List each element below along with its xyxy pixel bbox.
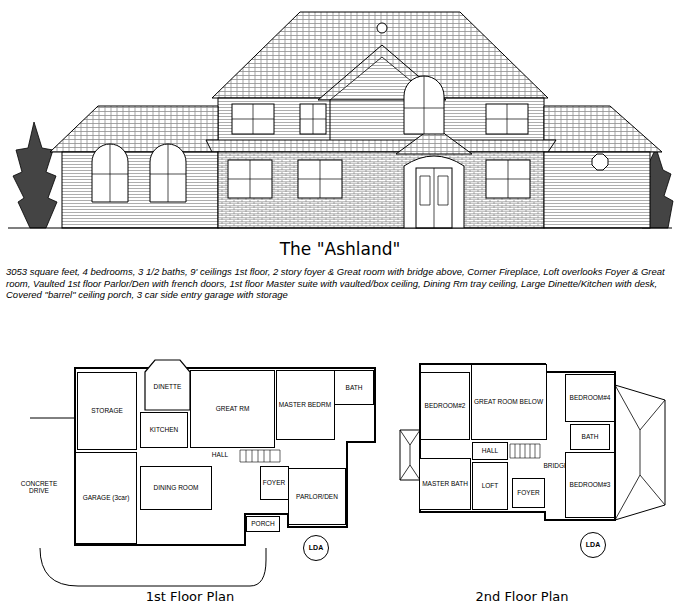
window-muntin [228, 160, 272, 198]
window-muntin [486, 160, 530, 198]
roof-hip [615, 385, 665, 520]
tree [13, 122, 57, 228]
walkway [40, 548, 266, 586]
window-muntin [150, 144, 186, 202]
window-muntin [298, 160, 342, 198]
room: KITCHEN [140, 412, 188, 448]
room: PARLOR/DEN [288, 468, 346, 525]
roof-vent [377, 23, 387, 33]
room-label: FOYER [517, 489, 539, 496]
room-label: FOYER [263, 479, 285, 486]
room: BEDROOM#2 [420, 372, 470, 440]
room: BATH [334, 370, 374, 405]
main-wall [218, 152, 544, 228]
room-label: LOFT [482, 482, 499, 489]
room: BEDROOM#3 [565, 452, 615, 518]
room: LOFT [472, 462, 508, 510]
room-label: BATH [346, 384, 363, 391]
room-label: BEDROOM#3 [570, 481, 611, 488]
logo-text: LDA [309, 544, 323, 552]
window-muntin [404, 76, 444, 134]
room-label: GREAT ROOM BELOW [474, 398, 543, 405]
plan-caption: 2nd Floor Plan [437, 590, 607, 604]
room-label: BEDROOM#4 [570, 394, 611, 401]
logo-text: LDA [586, 541, 600, 549]
room-label: MASTER BATH [422, 480, 468, 487]
room-label: KITCHEN [150, 426, 179, 433]
room: GARAGE (3car) [75, 452, 137, 544]
room-label: DINETTE [154, 383, 182, 390]
window-muntin [300, 104, 326, 134]
door-detail [420, 168, 448, 228]
room-label: PORCH [251, 520, 274, 527]
right-wing-wall [544, 152, 650, 228]
room-label: GARAGE (3car) [83, 494, 130, 501]
arched-window [404, 76, 444, 134]
arched-window [150, 144, 186, 202]
window [228, 160, 272, 198]
room-label: DINING ROOM [154, 484, 199, 491]
room-label: STORAGE [91, 407, 123, 414]
room-label: BEDROOM#2 [425, 402, 466, 409]
exterior-wall [420, 364, 615, 520]
window [232, 104, 274, 134]
room: DINING ROOM [140, 466, 212, 510]
stair [510, 444, 540, 458]
room: FOYER [512, 478, 545, 508]
roof-outline [615, 385, 665, 520]
room-label: MASTER BEDRM [279, 401, 331, 408]
window-muntin [486, 104, 528, 134]
room: HALL [472, 442, 508, 460]
window-muntin [232, 104, 274, 134]
left-wing-roof [50, 106, 218, 152]
room-label: PARLOR/DEN [296, 493, 338, 500]
area-label: CONCRETE DRIVE [16, 480, 62, 494]
window [298, 160, 342, 198]
plan-caption: 1st Floor Plan [105, 590, 275, 604]
room: FOYER [260, 466, 289, 500]
room: STORAGE [77, 372, 137, 450]
drive-line [30, 418, 75, 419]
window [486, 160, 530, 198]
ground-line [8, 227, 672, 228]
room: BATH [570, 424, 610, 450]
roof-hip [400, 430, 420, 480]
dinette-bay [145, 360, 190, 410]
room: BEDROOM#4 [565, 374, 615, 422]
room: PORCH [246, 516, 280, 532]
room-label: GREAT RM [216, 405, 250, 412]
room: MASTER BEDRM [276, 370, 335, 440]
window-muntin [92, 144, 128, 202]
room: GREAT ROOM BELOW [471, 364, 547, 440]
exterior-wall [75, 368, 375, 545]
front-roof [206, 140, 556, 152]
room-label: HALL [205, 451, 235, 458]
octagon-window [592, 154, 608, 170]
stair [240, 450, 280, 462]
logo-circle: LDA [303, 535, 329, 561]
room: MASTER BATH [419, 458, 471, 510]
window [300, 104, 326, 134]
window [486, 104, 528, 134]
upper-wall [218, 98, 544, 142]
logo-circle: LDA [580, 532, 606, 558]
room: GREAT RM [190, 370, 275, 448]
left-wing-wall [62, 152, 218, 228]
room: DINETTE [147, 366, 188, 408]
right-wing-roof [544, 106, 662, 152]
description-text: 3053 square feet, 4 bedrooms, 3 1/2 bath… [6, 266, 674, 301]
title: The "Ashland" [140, 240, 540, 259]
arched-window [92, 144, 128, 202]
porch-arch [404, 156, 464, 228]
room-label: BATH [582, 433, 599, 440]
front-door [416, 168, 452, 228]
room-label: HALL [482, 447, 498, 454]
roof-outline [400, 430, 420, 480]
